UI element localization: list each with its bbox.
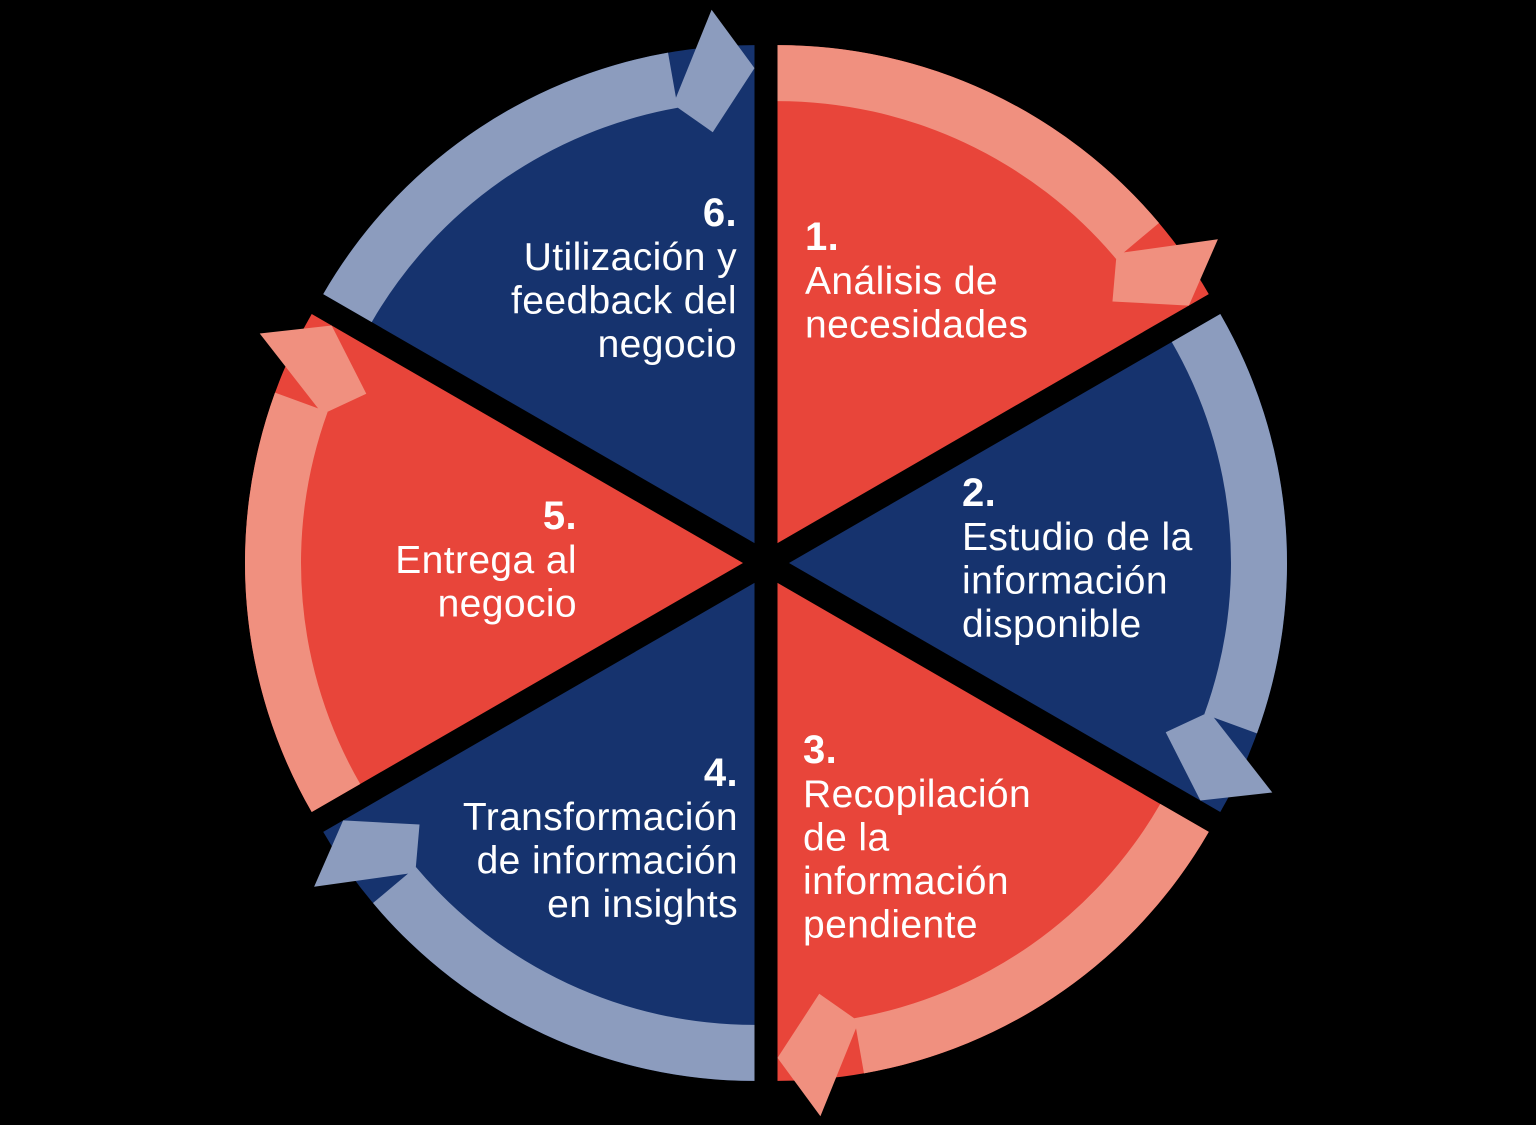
segment-6-number: 6. (703, 191, 737, 235)
cycle-arrow-2-head-icon (1165, 711, 1273, 801)
segment-4-label-line-3: en insights (547, 883, 738, 926)
cycle-arrow-6-shaft (323, 52, 678, 323)
segment-6 (323, 9, 755, 544)
segment-4-number: 4. (704, 751, 738, 795)
segment-6-label-line-3: negocio (598, 323, 737, 366)
segment-3-label-line-1: Recopilación (803, 773, 1031, 816)
segment-2 (789, 314, 1288, 812)
cycle-arrow-2-shaft (1171, 314, 1288, 734)
segment-1-label-line-2: necesidades (805, 304, 1028, 347)
cycle-arrow-1-shaft (777, 45, 1159, 259)
segment-1-label-line-1: Análisis de (805, 260, 998, 303)
segment-4-label-line-1: Transformación (463, 796, 738, 839)
segment-6-label-line-2: feedback del (511, 280, 737, 323)
segment-3-number: 3. (803, 728, 837, 772)
segment-2-label-line-3: disponible (962, 603, 1142, 646)
segment-5 (244, 314, 743, 813)
cycle-arrow-5-shaft (244, 392, 361, 813)
cycle-arrow-5-head-icon (259, 325, 367, 415)
segment-5-label-line-2: negocio (438, 583, 577, 626)
cycle-arrow-4-head-icon (314, 820, 420, 887)
segment-6-label-line-1: Utilización y (524, 236, 737, 279)
segment-2-label-line-2: información (962, 560, 1168, 603)
cycle-arrow-1-head-icon (1112, 239, 1218, 306)
segment-1 (777, 45, 1218, 544)
segment-4 (314, 582, 755, 1081)
segment-2-wedge (789, 314, 1287, 812)
segment-1-number: 1. (805, 215, 839, 259)
segment-3 (777, 582, 1209, 1117)
segment-5-label-line-1: Entrega al (395, 539, 577, 582)
cycle-arrow-3-shaft (854, 803, 1209, 1074)
segment-5-wedge (245, 314, 743, 812)
segment-3-label-line-2: de la (803, 817, 890, 860)
segment-2-label-line-1: Estudio de la (962, 516, 1193, 559)
segment-2-number: 2. (962, 471, 996, 515)
cycle-arrow-3-head-icon (777, 993, 859, 1117)
segment-3-label-line-3: información (803, 860, 1009, 903)
segment-3-label-line-4: pendiente (803, 904, 978, 947)
cycle-arrow-6-head-icon (673, 9, 755, 133)
segment-5-number: 5. (543, 494, 577, 538)
cycle-arrow-4-shaft (373, 867, 755, 1081)
segment-4-label-line-2: de información (477, 840, 738, 883)
